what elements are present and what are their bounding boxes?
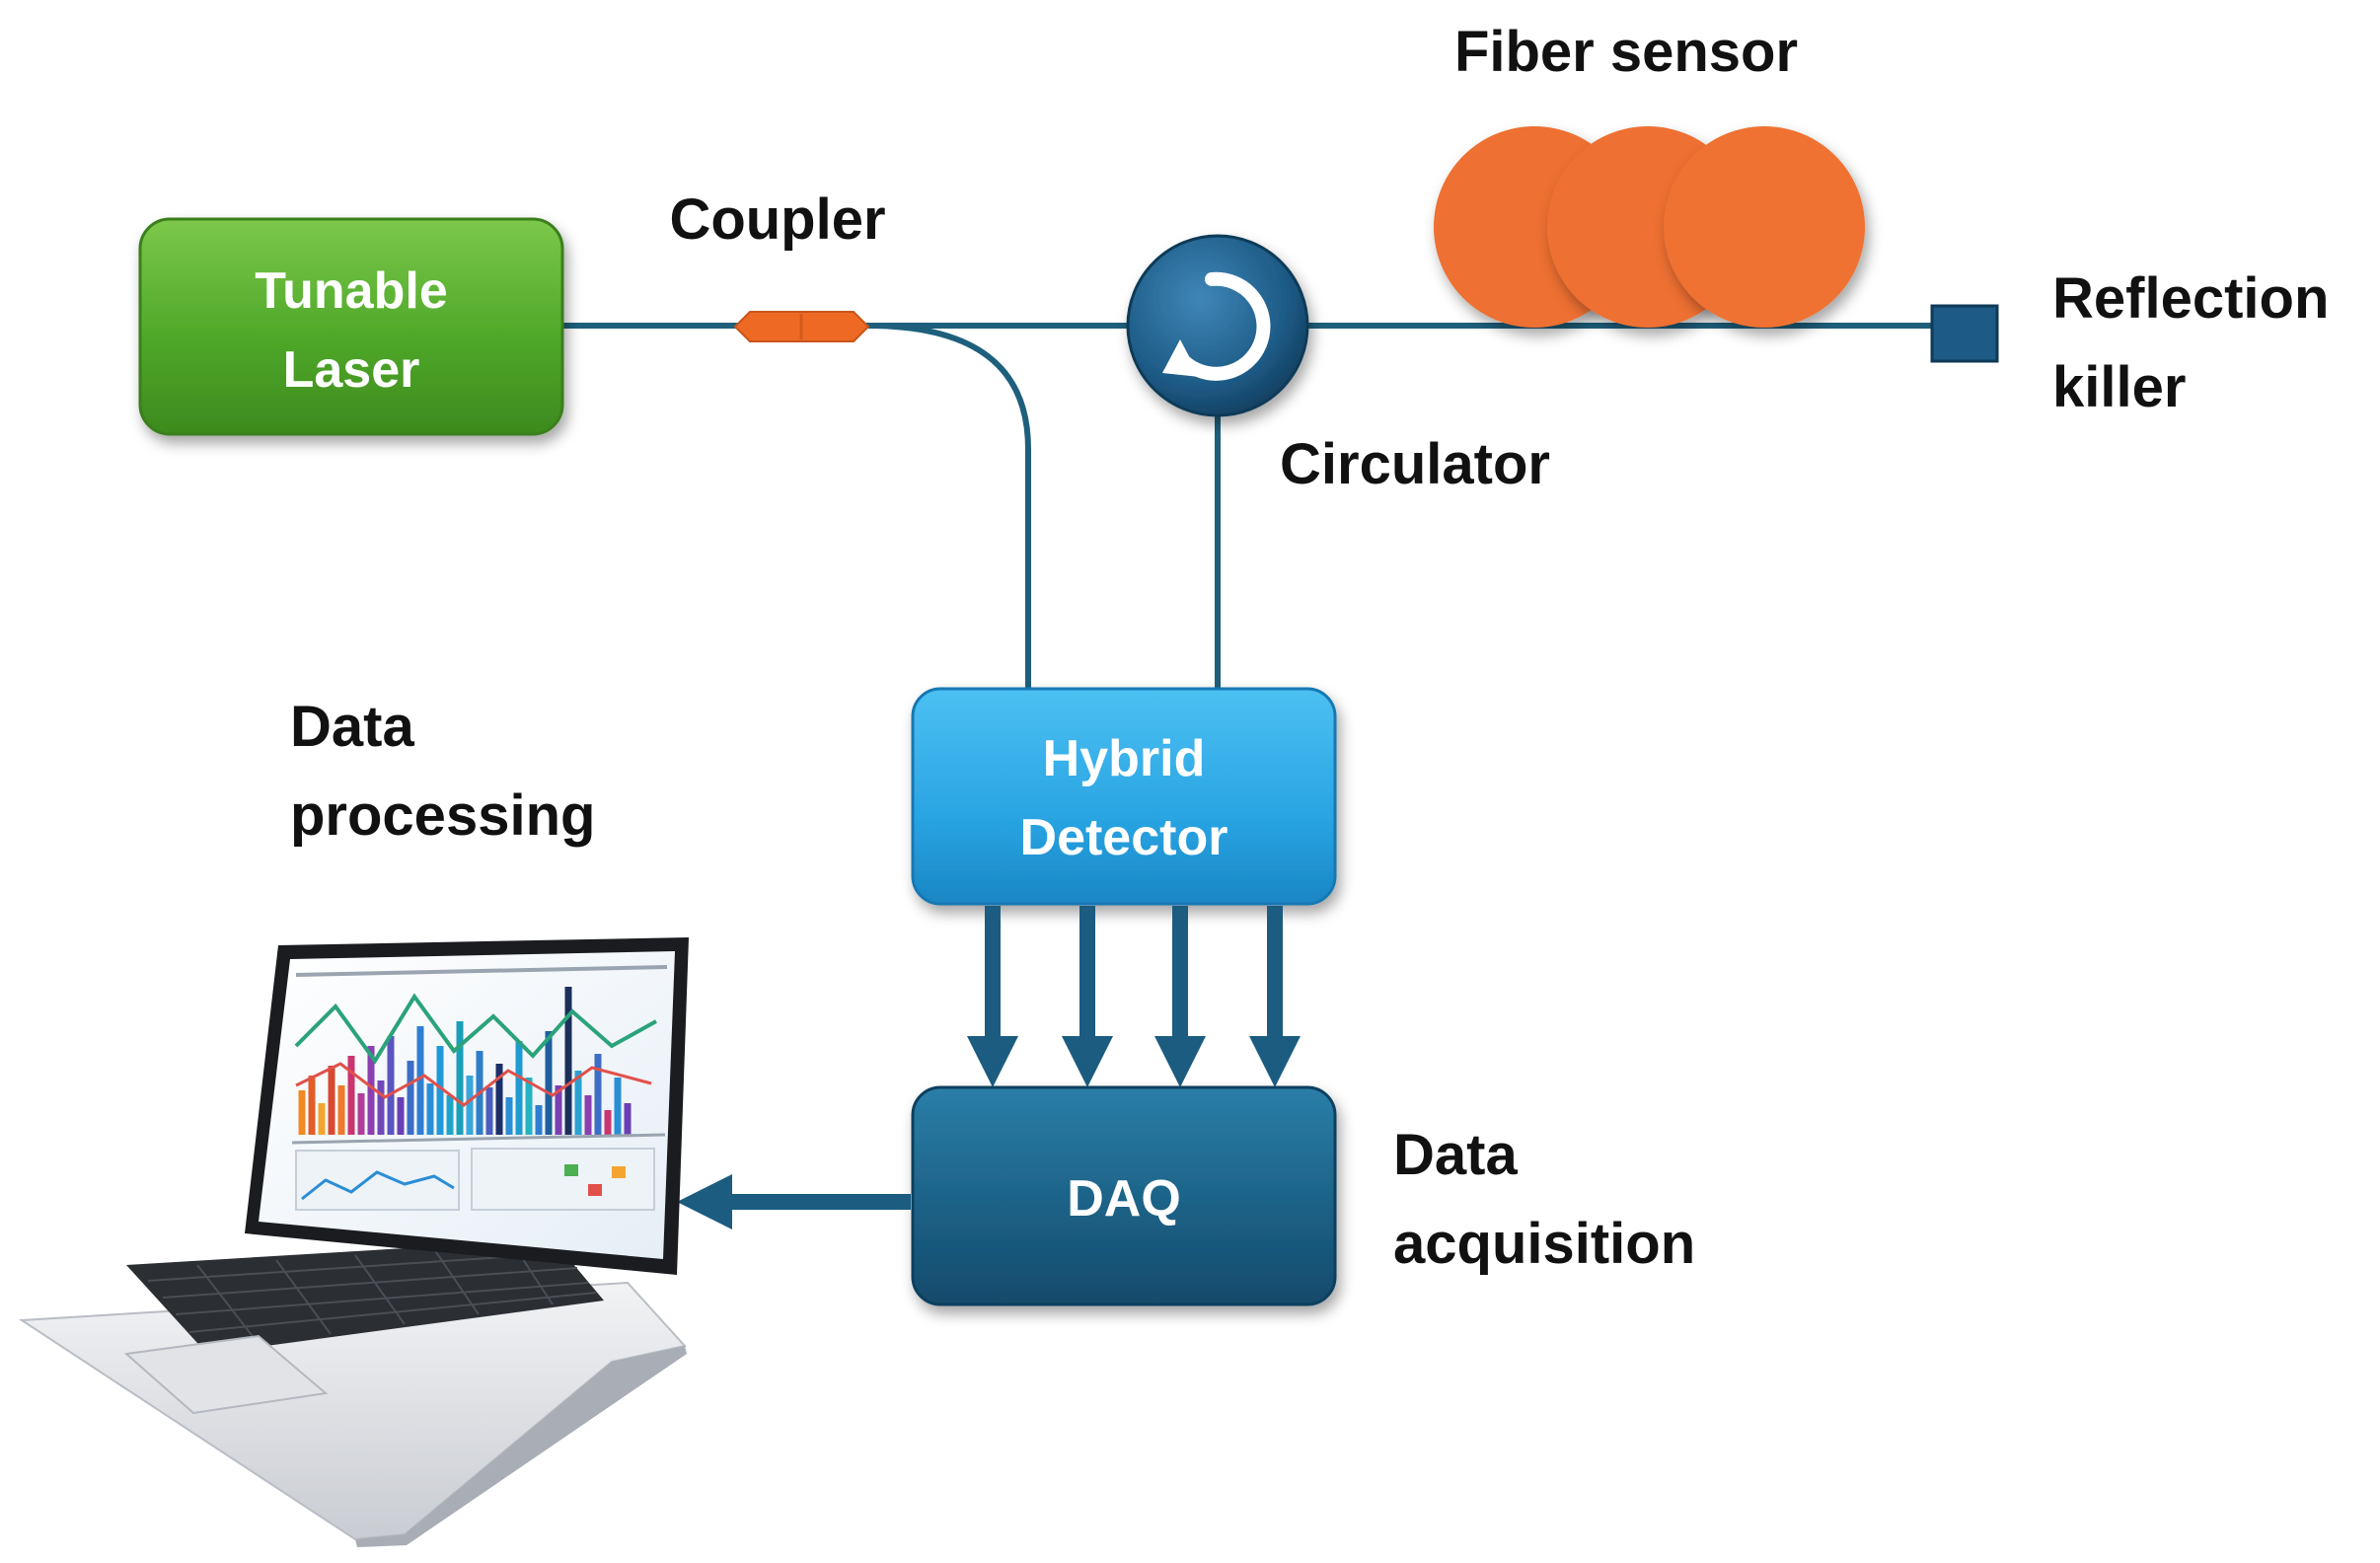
coupler bbox=[733, 311, 870, 342]
coupler-label: Coupler bbox=[669, 187, 885, 252]
hybrid-detector-box: Hybrid Detector bbox=[911, 687, 1337, 906]
circulator bbox=[1126, 234, 1309, 417]
fiber-coupler-to-detector bbox=[867, 323, 1031, 691]
tunable-laser-box: Tunable Laser bbox=[138, 217, 564, 436]
daq-to-laptop-arrow bbox=[677, 1174, 911, 1229]
circulator-label: Circulator bbox=[1280, 432, 1550, 496]
fiber-sensor-coils bbox=[1434, 126, 1865, 328]
data-processing-label-line2: processing bbox=[290, 783, 595, 848]
arrow-down-2 bbox=[1062, 906, 1113, 1087]
data-processing-label-line1: Data bbox=[290, 695, 414, 759]
daq-box: DAQ bbox=[911, 1085, 1337, 1306]
detector-to-daq-arrows bbox=[967, 906, 1301, 1087]
hybrid-detector-label-line2: Detector bbox=[1020, 809, 1228, 866]
reflection-killer bbox=[1930, 304, 1999, 363]
fiber-sensor-label: Fiber sensor bbox=[1454, 20, 1798, 84]
arrow-down-3 bbox=[1154, 906, 1206, 1087]
daq-label: DAQ bbox=[1067, 1170, 1181, 1228]
laptop-icon bbox=[18, 937, 689, 1547]
data-acquisition-label-line2: acquisition bbox=[1393, 1212, 1695, 1276]
reflection-killer-label-line2: killer bbox=[2052, 355, 2186, 419]
arrow-down-1 bbox=[967, 906, 1018, 1087]
arrow-down-4 bbox=[1249, 906, 1301, 1087]
laptop-screen-chart bbox=[291, 965, 668, 1211]
reflection-killer-label-line1: Reflection bbox=[2052, 266, 2329, 331]
hybrid-detector-label-line1: Hybrid bbox=[1043, 730, 1206, 787]
circulator-arrow-icon bbox=[1162, 271, 1271, 381]
tunable-laser-label-line1: Tunable bbox=[255, 262, 447, 320]
tunable-laser-label-line2: Laser bbox=[283, 341, 420, 399]
data-acquisition-label-line1: Data bbox=[1393, 1123, 1518, 1187]
